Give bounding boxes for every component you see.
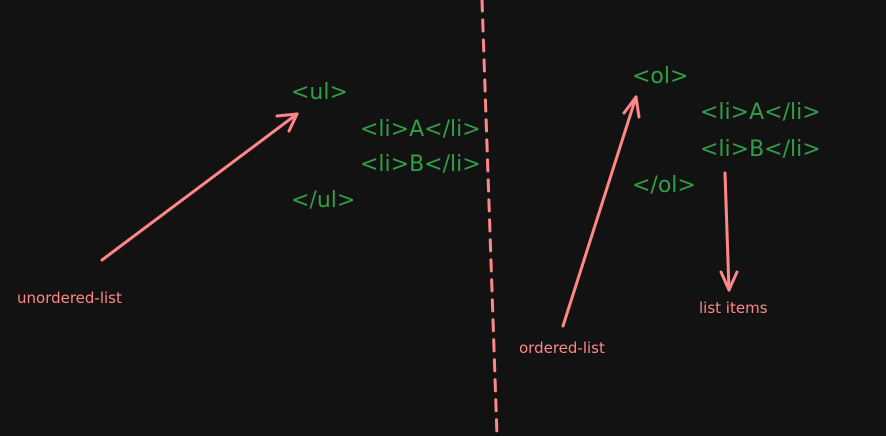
label-unordered-list: unordered-list xyxy=(17,289,122,307)
arrow-ordered-list xyxy=(561,95,641,328)
label-ordered-list: ordered-list xyxy=(519,339,605,357)
ul-item-b: <li>B</li> xyxy=(360,152,481,177)
arrow-unordered-list xyxy=(100,112,299,262)
dashed-divider xyxy=(480,0,499,436)
ol-open-tag: <ol> xyxy=(632,64,689,89)
ol-item-b: <li>B</li> xyxy=(700,137,821,162)
label-list-items: list items xyxy=(699,299,768,317)
ul-open-tag: <ul> xyxy=(291,80,348,105)
arrow-list-items xyxy=(719,171,739,292)
ol-item-a: <li>A</li> xyxy=(700,100,821,125)
ol-close-tag: </ol> xyxy=(632,173,696,198)
ul-item-a: <li>A</li> xyxy=(360,117,481,142)
ul-close-tag: </ul> xyxy=(291,188,356,213)
